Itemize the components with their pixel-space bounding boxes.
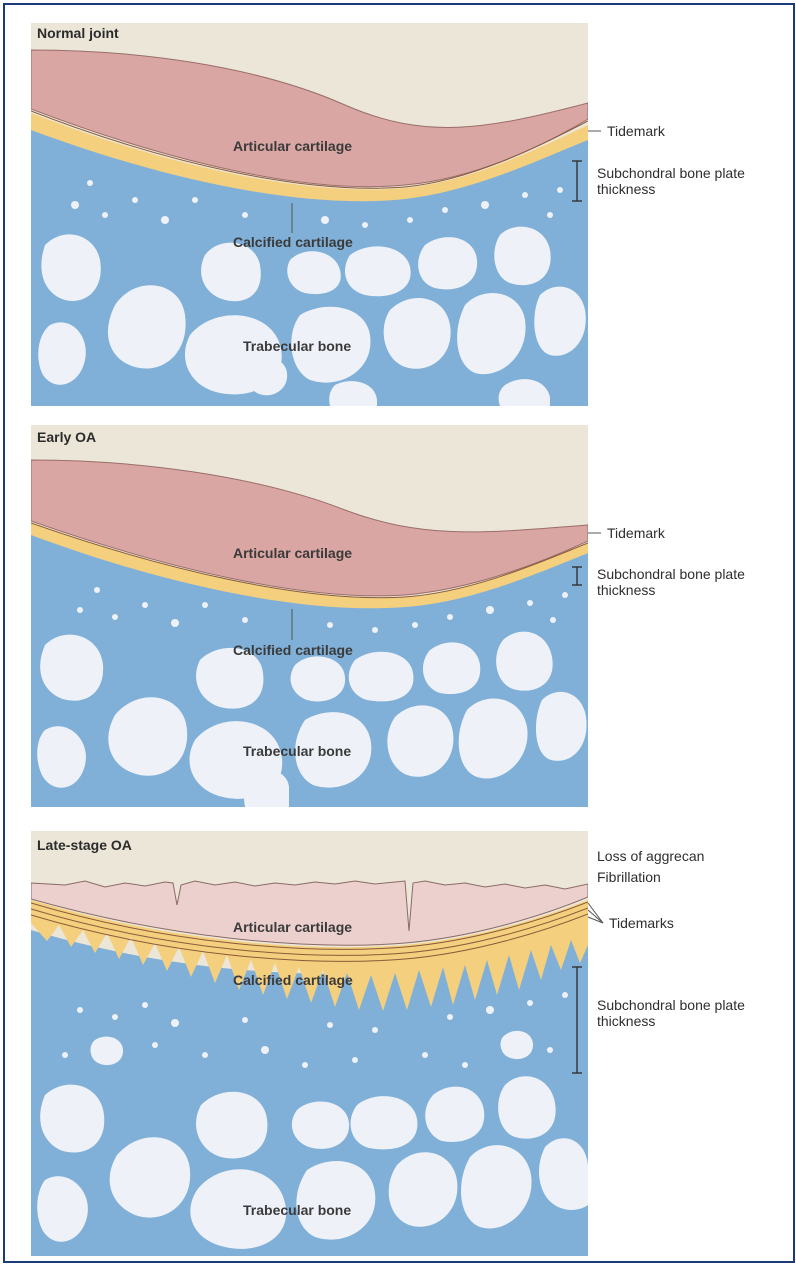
trabecular-bone-label: Trabecular bone bbox=[243, 1202, 351, 1218]
tidemark-label: Tidemark bbox=[607, 525, 666, 541]
articular-cartilage-label: Articular cartilage bbox=[233, 919, 352, 935]
panel-title: Early OA bbox=[37, 429, 96, 445]
panel-title: Late-stage OA bbox=[37, 837, 132, 853]
tidemark-label: Tidemark bbox=[607, 123, 666, 139]
panel-late-stage-oa: Late-stage OA Articular cartilage Calcif… bbox=[31, 831, 745, 1256]
subchondral-label-line2: thickness bbox=[597, 181, 655, 197]
oa-joint-diagram: Normal joint Articular cartilage Calcifi… bbox=[5, 5, 793, 1261]
trabecular-bone-label: Trabecular bone bbox=[243, 743, 351, 759]
fibrillation-label: Fibrillation bbox=[597, 869, 661, 885]
subchondral-label-line2: thickness bbox=[597, 1013, 655, 1029]
tidemarks-pointer bbox=[588, 903, 603, 923]
subchondral-label-line1: Subchondral bone plate bbox=[597, 165, 745, 181]
articular-cartilage-label: Articular cartilage bbox=[233, 138, 352, 154]
calcified-cartilage-label: Calcified cartilage bbox=[233, 972, 353, 988]
subchondral-label-line1: Subchondral bone plate bbox=[597, 997, 745, 1013]
figure-frame: Normal joint Articular cartilage Calcifi… bbox=[3, 3, 795, 1263]
subchondral-label-line1: Subchondral bone plate bbox=[597, 566, 745, 582]
trabecular-bone-label: Trabecular bone bbox=[243, 338, 351, 354]
panel-title: Normal joint bbox=[37, 25, 119, 41]
calcified-cartilage-label: Calcified cartilage bbox=[233, 642, 353, 658]
subchondral-label-line2: thickness bbox=[597, 582, 655, 598]
calcified-cartilage-label: Calcified cartilage bbox=[233, 234, 353, 250]
panel-early-oa: Early OA Articular cartilage Calcified c… bbox=[31, 425, 745, 807]
tidemarks-label: Tidemarks bbox=[609, 915, 674, 931]
loss-of-aggrecan-label: Loss of aggrecan bbox=[597, 848, 704, 864]
panel-normal-joint: Normal joint Articular cartilage Calcifi… bbox=[31, 23, 745, 406]
articular-cartilage-label: Articular cartilage bbox=[233, 545, 352, 561]
